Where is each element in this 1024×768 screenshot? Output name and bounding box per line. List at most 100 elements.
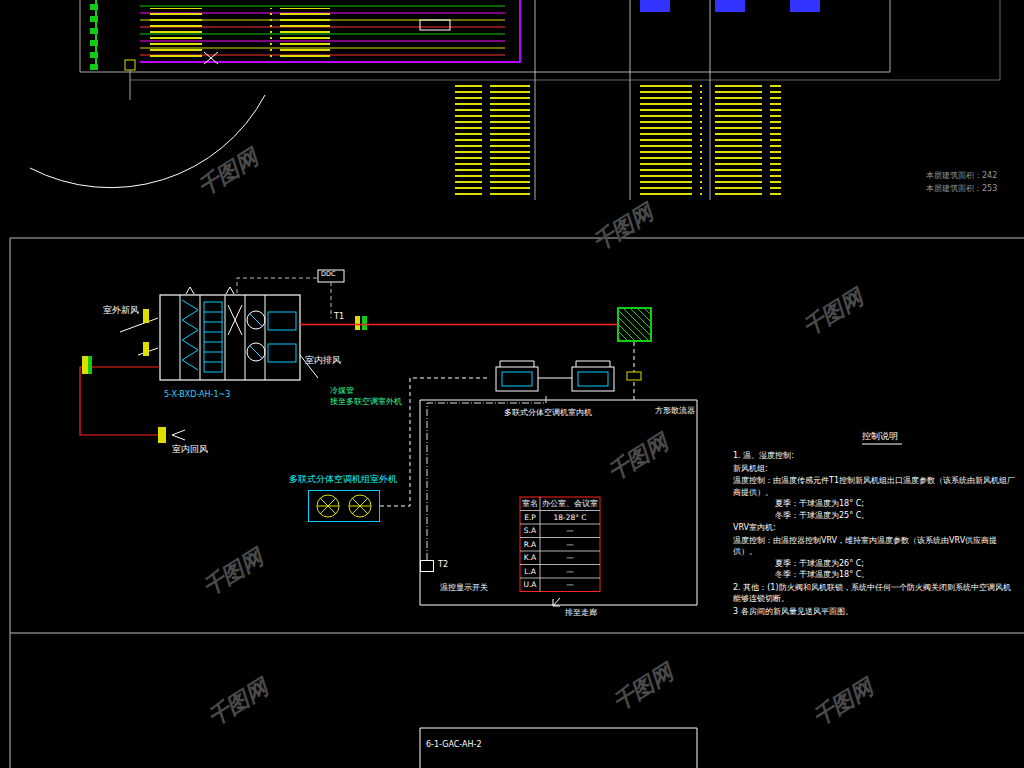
return-air-duct <box>80 356 185 443</box>
watermark: 千图网 <box>193 145 263 202</box>
floor-plan <box>130 0 1000 80</box>
floor-plan <box>95 0 97 70</box>
area-note: 本层建筑面积：253 <box>926 184 997 194</box>
floor-plan <box>30 0 1000 200</box>
control-wiring <box>355 316 360 330</box>
floor-plan <box>140 0 520 62</box>
floor-plan <box>640 85 702 195</box>
title-rule <box>862 444 902 445</box>
room-outline <box>420 400 697 606</box>
note-line: 3 各房间的新风量见送风平面图。 <box>733 606 1018 618</box>
control-wiring <box>237 270 641 400</box>
room-outline <box>553 598 560 606</box>
air-handling-unit-symbol <box>182 300 198 370</box>
note-line: 温度控制：由温控器控制VRV，维持室内温度参数（该系统由VRV供应商提供）。 <box>733 535 1018 558</box>
area-note: 本层建筑面积：242 <box>926 171 997 181</box>
indoor-unit-symbol <box>502 372 532 386</box>
air-handling-unit-symbol <box>268 312 296 330</box>
watermark: 千图网 <box>798 285 868 342</box>
air-handling-unit-symbol <box>120 318 158 332</box>
table-cell: — <box>540 538 600 552</box>
return-air-duct <box>158 427 166 443</box>
watermark: 千图网 <box>808 675 878 732</box>
indoor-unit-symbol <box>496 361 614 391</box>
note-line: 新风机组: <box>733 463 1018 475</box>
table-cell: 室名 <box>520 497 540 511</box>
air-handling-unit-symbol <box>186 287 234 294</box>
note-line: 夏季：干球温度为26° C; <box>733 558 1018 570</box>
indoor-unit-symbol <box>500 361 610 367</box>
floor-plan <box>90 28 98 34</box>
connector <box>427 394 546 560</box>
floor-plan <box>420 20 450 30</box>
table-cell: — <box>540 551 600 565</box>
node-text: 多联式分体空调机室内机 <box>504 408 592 418</box>
table-cell: — <box>540 524 600 538</box>
exhaust-label: 排至走廊 <box>565 608 597 618</box>
air-handling-unit-symbol <box>160 295 300 380</box>
floor-plan <box>90 40 98 46</box>
indoor-unit: 多联式分体空调机室内机 <box>490 362 620 394</box>
return-air-duct <box>172 430 185 440</box>
connector-line <box>427 394 546 560</box>
panel-frame <box>10 238 1024 768</box>
floor-plan <box>715 0 745 12</box>
floor-plan <box>80 0 890 72</box>
data-table-grid <box>520 497 600 592</box>
air-handling-unit-symbol <box>204 302 222 372</box>
floor-plan <box>790 0 820 12</box>
indoor-unit-symbol <box>538 378 572 379</box>
air-handling-unit-symbol <box>120 287 318 380</box>
table-cell: E.P <box>520 511 540 525</box>
connector-line <box>300 324 617 325</box>
floor-plan <box>640 0 670 12</box>
table-cell: R.A <box>520 538 540 552</box>
floor-plan <box>90 4 98 10</box>
node-text: 多联式分体空调机组室外机 <box>289 474 397 485</box>
control-wiring <box>634 342 635 400</box>
air-label: 室外新风 <box>103 305 139 315</box>
air-handling-unit: 5-X-BXD-AH-1~3 <box>160 293 300 381</box>
floor-plan <box>270 8 330 58</box>
note-line: 夏季：干球温度为18° C; <box>733 498 1018 510</box>
square-diffuser: 方形散流器 <box>617 307 652 342</box>
floor-plan <box>455 85 530 195</box>
sensor-tag: T1 <box>334 312 344 322</box>
table-cell: 办公室、会议室 <box>540 497 600 511</box>
table-cell: K.A <box>520 551 540 565</box>
control-wiring <box>318 270 344 282</box>
note-line: 冬季：干球温度为25° C。 <box>733 510 1018 522</box>
table-cell: L.A <box>520 565 540 579</box>
indoor-unit-symbol <box>572 367 614 391</box>
floor-plan <box>90 16 98 22</box>
watermark: 千图网 <box>198 545 268 602</box>
outdoor-unit-fans <box>317 498 371 514</box>
table-cell: 18-28° C <box>540 511 600 525</box>
watermark: 千图网 <box>588 200 658 257</box>
note-line: 2. 其他：(1)防火阀和风机联锁，系统中任何一个防火阀关闭则系统中空调风机能够… <box>733 582 1018 605</box>
note-line: 1. 温、湿度控制: <box>733 450 1018 462</box>
indoor-unit-symbol <box>578 372 608 386</box>
note-line: 温度控制：由温度传感元件T1控制新风机组出口温度参数（该系统由新风机组厂商提供）… <box>733 475 1018 498</box>
table-cell: S.A <box>520 524 540 538</box>
air-label: 室内排风 <box>305 355 341 365</box>
watermark: 千图网 <box>608 660 678 717</box>
title-rule <box>862 444 902 445</box>
floor-plan <box>125 60 135 70</box>
air-handling-unit-symbol <box>143 309 149 323</box>
return-air-duct <box>82 356 88 374</box>
floor-plan <box>535 0 710 200</box>
air-handling-unit-symbol <box>180 295 265 380</box>
floor-plan <box>140 6 505 7</box>
data-table-grid <box>520 497 600 592</box>
node-text: 方形散流器 <box>655 406 695 416</box>
air-handling-unit-symbol <box>268 344 296 362</box>
floor-plan <box>150 8 210 58</box>
note-line: 冬季：干球温度为18° C。 <box>733 569 1018 581</box>
floor-plan <box>90 52 98 58</box>
panel-frame <box>10 238 1024 768</box>
thermostat: T2 <box>420 560 434 572</box>
